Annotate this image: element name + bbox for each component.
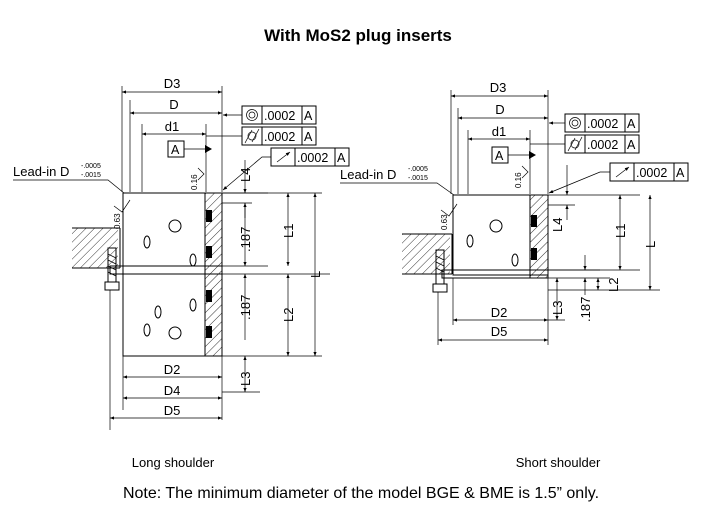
svg-text:.0002: .0002 bbox=[264, 109, 295, 123]
svg-text:0.63: 0.63 bbox=[440, 214, 449, 230]
svg-text:A: A bbox=[627, 138, 636, 152]
housing-hatching-right bbox=[402, 233, 453, 275]
dim-L: L bbox=[308, 271, 323, 278]
fcf-cylindricity-right: .0002 A bbox=[530, 134, 640, 154]
dim-D2-right: D2 bbox=[491, 305, 508, 320]
fcf-runout-right: .0002 A bbox=[548, 162, 689, 194]
svg-text:-.0015: -.0015 bbox=[408, 175, 428, 182]
leadin-tol-lower: -.0015 bbox=[81, 172, 101, 179]
runout-icon bbox=[276, 151, 291, 163]
leadin-label: Lead-in D bbox=[13, 164, 69, 179]
short-shoulder-view: Lead-in D -.0005 -.0015 0.63 0.16 D3 D d… bbox=[340, 80, 689, 470]
dim-D2: D2 bbox=[164, 362, 181, 377]
dim-187-upper: .187 bbox=[238, 227, 253, 252]
svg-text:-.0005: -.0005 bbox=[408, 166, 428, 173]
dim-L4: L4 bbox=[238, 168, 253, 182]
leadin-label-right: Lead-in D bbox=[340, 167, 396, 182]
dim-d1: d1 bbox=[165, 119, 179, 134]
datum-A-box-right: A bbox=[491, 146, 536, 164]
fcf-concentricity-right: .0002 A bbox=[549, 113, 640, 133]
fcf-cylindricity: .0002 A bbox=[206, 126, 317, 146]
dim-D3-right: D3 bbox=[490, 80, 507, 95]
dim-D: D bbox=[169, 97, 178, 112]
fcf-runout: .0002 A bbox=[222, 147, 350, 191]
svg-text:.0002: .0002 bbox=[636, 166, 667, 180]
dim-L4-right: L4 bbox=[550, 218, 565, 232]
dim-D5-right: D5 bbox=[491, 324, 508, 339]
svg-text:A: A bbox=[627, 117, 636, 131]
dim-L3-right: L3 bbox=[550, 301, 565, 315]
bearing-body bbox=[104, 192, 223, 357]
dim-D3: D3 bbox=[164, 76, 181, 91]
fcf-concentricity: .0002 A bbox=[223, 105, 317, 125]
dim-L1-right: L1 bbox=[613, 224, 628, 238]
svg-text:A: A bbox=[337, 151, 346, 165]
dim-L2: L2 bbox=[281, 308, 296, 322]
dim-L3: L3 bbox=[238, 372, 253, 386]
long-shoulder-view: Lead-in D -.0005 -.0015 0.63 0.16 D3 D d… bbox=[13, 76, 350, 470]
dim-D-right: D bbox=[495, 102, 504, 117]
svg-text:.0002: .0002 bbox=[587, 117, 618, 131]
svg-text:A: A bbox=[304, 130, 313, 144]
svg-text:0.16: 0.16 bbox=[514, 172, 523, 188]
bearing-body-right bbox=[432, 194, 549, 293]
dim-L2-right: L2 bbox=[606, 278, 621, 292]
dim-d1-right: d1 bbox=[492, 124, 506, 139]
dim-L-right: L bbox=[643, 241, 658, 248]
cylindricity-icon bbox=[244, 128, 260, 144]
concentricity-icon bbox=[246, 109, 258, 121]
svg-text:A: A bbox=[676, 166, 685, 180]
dim-187-lower: .187 bbox=[238, 295, 253, 320]
finish-inner-label: 0.16 bbox=[190, 174, 199, 190]
caption-long-shoulder: Long shoulder bbox=[132, 455, 215, 470]
finish-small-label: 0.63 bbox=[113, 213, 122, 229]
caption-short-shoulder: Short shoulder bbox=[516, 455, 601, 470]
dim-D5: D5 bbox=[164, 403, 181, 418]
mos2-plug-icon bbox=[206, 210, 212, 222]
drawing-title: With MoS2 plug inserts bbox=[264, 26, 452, 45]
footer-note: Note: The minimum diameter of the model … bbox=[123, 485, 599, 502]
svg-text:A: A bbox=[171, 143, 180, 157]
leadin-leader bbox=[13, 179, 125, 194]
dim-D4: D4 bbox=[164, 383, 181, 398]
dim-187-right: .187 bbox=[578, 297, 593, 322]
leadin-tol-upper: -.0005 bbox=[81, 163, 101, 170]
dim-L1: L1 bbox=[281, 224, 296, 238]
surface-finish-icon bbox=[113, 199, 131, 213]
svg-text:.0002: .0002 bbox=[297, 151, 328, 165]
svg-text:A: A bbox=[304, 109, 313, 123]
datum-A-box: A bbox=[167, 140, 212, 158]
svg-text:.0002: .0002 bbox=[587, 138, 618, 152]
svg-text:A: A bbox=[495, 149, 504, 163]
svg-text:.0002: .0002 bbox=[264, 130, 295, 144]
